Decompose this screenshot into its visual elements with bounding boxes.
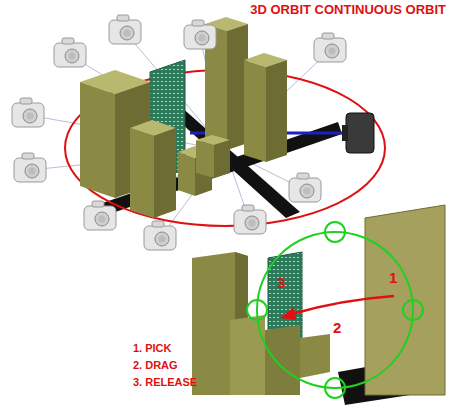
callout-number: 2: [333, 320, 341, 337]
step-label: 2. DRAG: [133, 359, 178, 371]
step-label: 1. PICK: [133, 342, 172, 354]
step-label: 3. RELEASE: [133, 376, 197, 388]
callout-number: 3: [277, 275, 285, 292]
diagram-title: 3D ORBIT CONTINUOUS ORBIT: [250, 3, 446, 17]
callout-number: 1: [389, 270, 397, 287]
